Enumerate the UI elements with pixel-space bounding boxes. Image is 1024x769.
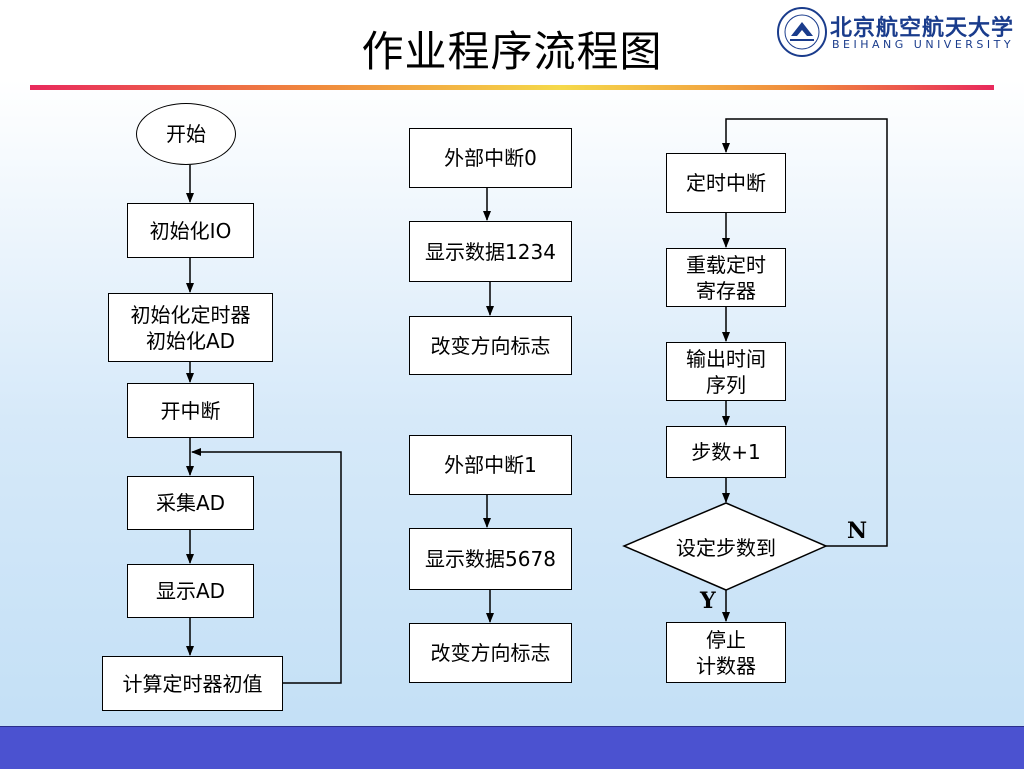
start-node: 开始 bbox=[136, 103, 236, 165]
slide-title: 作业程序流程图 bbox=[361, 27, 663, 76]
init-io-box: 初始化IO bbox=[127, 203, 254, 258]
university-logo: 北京航空航天大学 BEIHANG UNIVERSITY bbox=[776, 6, 1016, 60]
ext-int0-box: 外部中断0 bbox=[409, 128, 572, 188]
change-direction-1-box: 改变方向标志 bbox=[409, 623, 572, 683]
change-direction-0-box: 改变方向标志 bbox=[409, 316, 572, 375]
timer-interrupt-box: 定时中断 bbox=[666, 153, 786, 213]
sample-ad-box: 采集AD bbox=[127, 476, 254, 530]
decision-label: 设定步数到 bbox=[676, 535, 776, 560]
ext-int1-box: 外部中断1 bbox=[409, 435, 572, 495]
no-label: N bbox=[847, 518, 868, 544]
loop-back-line bbox=[191, 448, 342, 684]
output-sequence-box: 输出时间 序列 bbox=[666, 342, 786, 401]
university-emblem-icon bbox=[777, 7, 827, 57]
display-ad-box: 显示AD bbox=[127, 564, 254, 618]
step-increment-box: 步数+1 bbox=[666, 426, 786, 478]
init-timer-ad-box: 初始化定时器 初始化AD bbox=[108, 293, 273, 362]
logo-chinese-name: 北京航空航天大学 bbox=[830, 15, 1015, 41]
no-branch-line bbox=[722, 118, 888, 547]
display-1234-box: 显示数据1234 bbox=[409, 221, 572, 282]
reload-timer-box: 重载定时 寄存器 bbox=[666, 248, 786, 307]
title-divider bbox=[30, 85, 994, 90]
logo-english-name: BEIHANG UNIVERSITY bbox=[832, 38, 1015, 51]
enable-interrupt-box: 开中断 bbox=[127, 383, 254, 438]
footer-bar bbox=[0, 726, 1024, 769]
yes-label: Y bbox=[700, 588, 716, 614]
calc-timer-box: 计算定时器初值 bbox=[102, 656, 283, 711]
display-5678-box: 显示数据5678 bbox=[409, 528, 572, 590]
stop-counter-box: 停止 计数器 bbox=[666, 622, 786, 683]
